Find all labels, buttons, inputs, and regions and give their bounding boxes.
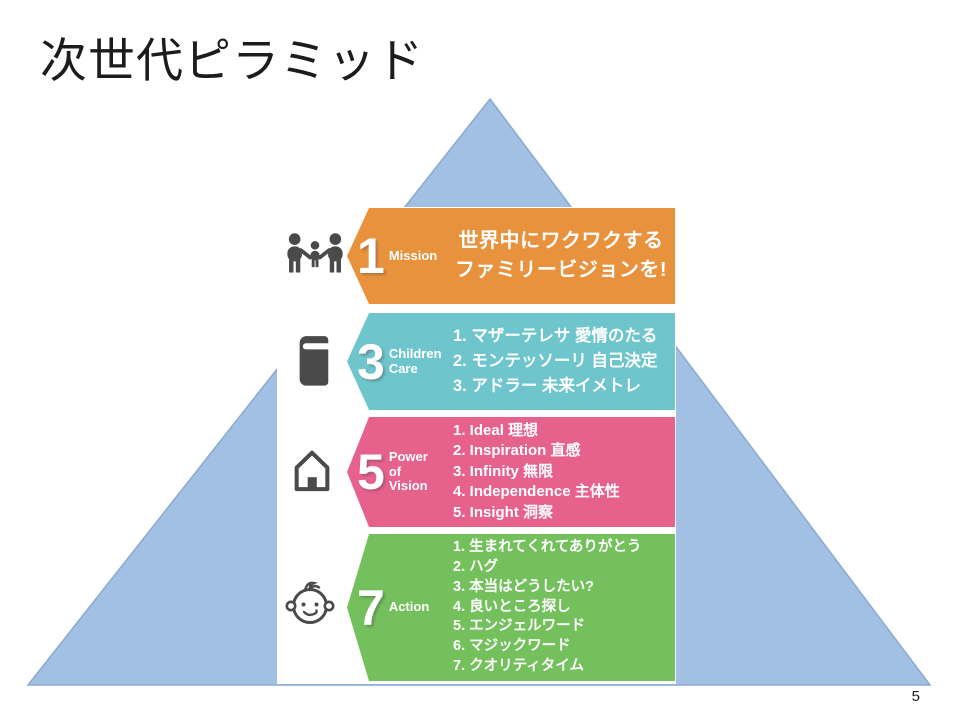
page-number: 5 (911, 688, 920, 705)
book-icon (292, 332, 334, 388)
house-icon (289, 444, 335, 496)
baby-icon (281, 577, 339, 631)
family-icon (284, 231, 346, 283)
page-title: 次世代ピラミッド (40, 34, 424, 87)
